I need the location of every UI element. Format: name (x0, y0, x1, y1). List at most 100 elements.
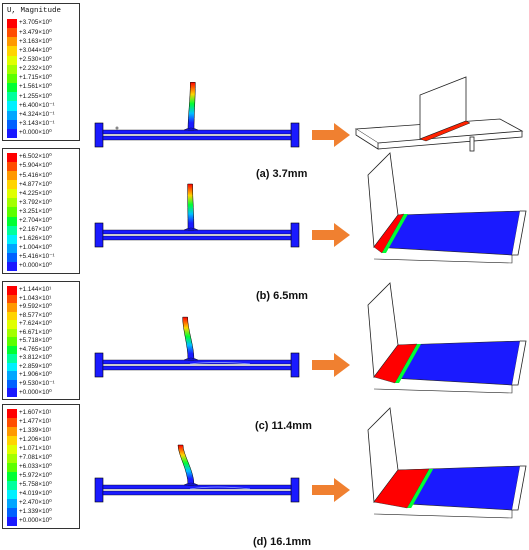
legend-entry: +0.000×10⁰ (7, 388, 77, 397)
legend-swatch (7, 55, 17, 65)
panel-caption: (d) 16.1mm (253, 536, 312, 548)
legend-entry: +1.043×10¹ (7, 294, 77, 304)
legend-entry: +9.592×10⁰ (7, 303, 77, 312)
legend-swatch (7, 454, 17, 463)
solid-3d-model (367, 407, 527, 519)
legend-value: +1.477×10¹ (19, 418, 52, 426)
legend-entry: +0.000×10⁰ (7, 261, 77, 271)
legend-swatch (7, 225, 17, 235)
legend-swatch (7, 481, 17, 490)
legend-entry: +4.225×10⁰ (7, 189, 77, 199)
legend-swatch (7, 83, 17, 93)
legend-entry: +3.705×10⁰ (7, 19, 77, 29)
legend-entry: +1.004×10⁰ (7, 243, 77, 253)
legend-entry: +3.792×10⁰ (7, 198, 77, 208)
panel-caption: (c) 11.4mm (255, 420, 312, 432)
legend-entry: +4.019×10⁰ (7, 490, 77, 499)
legend-value: +4.019×10⁰ (19, 490, 52, 498)
legend-value: +6.502×10⁰ (19, 153, 52, 161)
right-flange (290, 477, 300, 503)
legend-entry: +1.339×10⁰ (7, 508, 77, 517)
legend-entry: +5.416×10⁻¹ (7, 252, 77, 262)
legend-value: +1.339×10¹ (19, 427, 52, 435)
legend-entry: +3.044×10⁰ (7, 46, 77, 56)
legend-value: +3.705×10⁰ (19, 19, 52, 27)
legend-value: +3.812×10⁰ (19, 354, 52, 362)
legend-value: +4.225×10⁰ (19, 189, 52, 197)
legend-swatch (7, 198, 17, 208)
legend-entry: +6.400×10⁻¹ (7, 101, 77, 111)
right-flange (290, 352, 300, 378)
legend-swatch (7, 101, 17, 111)
legend-swatch (7, 119, 17, 129)
legend-entry: +1.626×10⁰ (7, 234, 77, 244)
transition-arrow (312, 123, 350, 147)
rib-plate (187, 183, 195, 231)
legend-value: +0.000×10⁰ (19, 129, 52, 137)
rib-plate (182, 316, 195, 361)
cross-section-model (94, 444, 300, 503)
legend-entry: +3.163×10⁰ (7, 37, 77, 47)
fea-scene (94, 76, 524, 152)
weld-fillet (183, 127, 199, 131)
color-legend: +6.502×10⁰+5.904×10⁰+5.416×10⁰+4.877×10⁰… (2, 148, 80, 274)
end-lip (512, 340, 527, 386)
legend-entry: +4.324×10⁻¹ (7, 110, 77, 120)
legend-entry: +5.718×10⁰ (7, 337, 77, 346)
legend-value: +1.339×10⁰ (19, 508, 52, 516)
legend-entry: +3.251×10⁰ (7, 207, 77, 217)
legend-value: +5.718×10⁰ (19, 337, 52, 345)
legend-swatch (7, 517, 17, 526)
legend-swatch (7, 388, 17, 397)
marker-dot (115, 126, 119, 130)
legend-value: +1.715×10⁰ (19, 74, 52, 82)
legend-entry: +1.715×10⁰ (7, 73, 77, 84)
legend-entry: +1.477×10¹ (7, 418, 77, 427)
legend-entry: +2.470×10⁰ (7, 499, 77, 508)
legend-swatch (7, 418, 17, 427)
legend-entry: +1.144×10¹ (7, 286, 77, 295)
legend-swatch (7, 207, 17, 217)
legend-swatch (7, 180, 17, 190)
legend-entry: +2.167×10⁰ (7, 225, 77, 235)
right-flange (290, 222, 300, 248)
legend-swatch (7, 490, 17, 499)
gradient-edge (382, 214, 408, 253)
legend-value: +6.671×10⁰ (19, 328, 52, 336)
legend-value: +4.324×10⁻¹ (19, 110, 55, 118)
legend-entry: +2.232×10⁰ (7, 64, 77, 74)
legend-swatch (7, 311, 17, 321)
legend-entry: +2.530×10⁰ (7, 55, 77, 65)
legend-entry: +1.071×10¹ (7, 445, 77, 454)
legend-value: +5.416×10⁻¹ (19, 253, 55, 261)
fea-scene (94, 152, 527, 264)
legend-swatch (7, 463, 17, 472)
legend-entry: +4.877×10⁰ (7, 180, 77, 190)
legend-swatch (7, 189, 17, 199)
legend-swatch (7, 73, 17, 84)
right-flange (290, 122, 300, 148)
color-legend: +1.607×10¹+1.477×10¹+1.339×10¹+1.206×10¹… (2, 404, 80, 529)
legend-swatch (7, 234, 17, 244)
rib-plate (187, 82, 196, 131)
legend-value: +5.972×10⁰ (19, 472, 52, 480)
transition-arrow (312, 353, 350, 377)
legend-entry: +7.624×10⁰ (7, 320, 77, 329)
legend-entry: +1.607×10¹ (7, 409, 77, 418)
legend-value: +3.792×10⁰ (19, 198, 52, 206)
legend-value: +3.251×10⁰ (19, 207, 52, 215)
bottom-plate (102, 235, 292, 241)
legend-entry: +0.000×10⁰ (7, 517, 77, 526)
stress-band (419, 120, 471, 142)
legend-value: +1.561×10⁰ (19, 83, 52, 91)
legend-value: +0.000×10⁰ (19, 517, 52, 525)
top-plate (102, 229, 292, 235)
legend-value: +1.043×10¹ (19, 294, 52, 302)
end-lip (512, 465, 527, 511)
legend-value: +1.004×10⁰ (19, 244, 52, 252)
legend-swatch (7, 64, 17, 74)
legend-value: +6.033×10⁰ (19, 463, 52, 471)
legend-value: +2.859×10⁰ (19, 362, 52, 370)
legend-swatch (7, 379, 17, 389)
legend-swatch (7, 472, 17, 481)
